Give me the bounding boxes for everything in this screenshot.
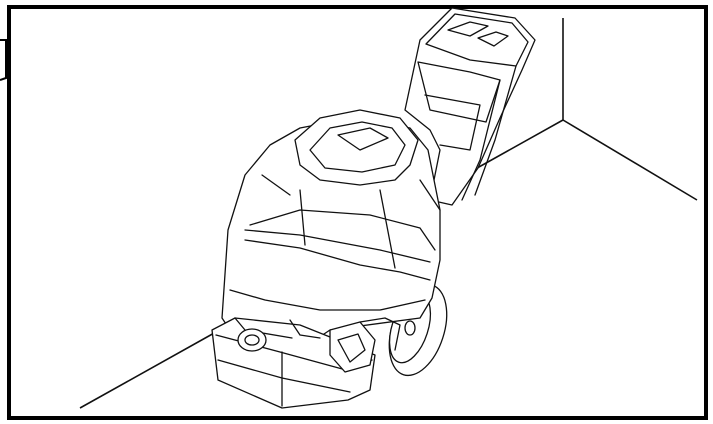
edge-artifact [0,39,7,81]
body [221,109,441,361]
base [211,317,401,409]
machine [211,7,536,409]
handle [404,7,536,206]
room-corner-lines [79,18,698,409]
figure-frame [7,5,708,420]
